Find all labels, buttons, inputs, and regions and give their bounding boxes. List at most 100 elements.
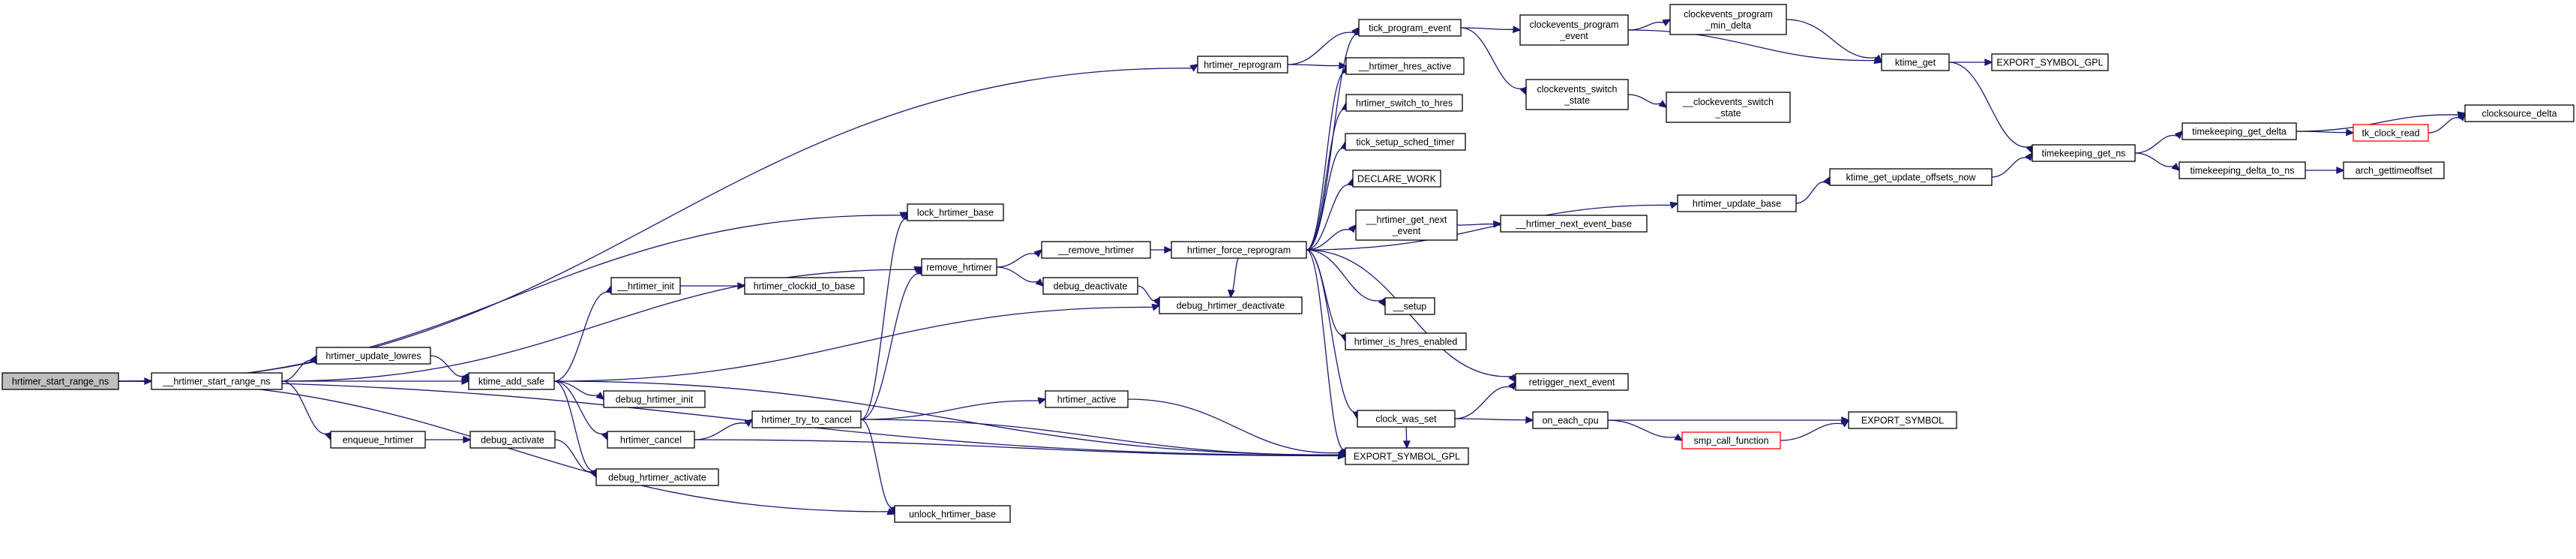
function-node-n8[interactable]: ktime_add_safe <box>468 372 555 390</box>
function-node-box <box>1358 19 1462 37</box>
function-node-label: clock_was_set <box>1375 414 1437 425</box>
function-node-n46[interactable]: retrigger_next_event <box>1515 373 1629 391</box>
function-node-n7[interactable]: hrtimer_update_lowres <box>316 347 431 365</box>
function-node-label: __remove_hrtimer <box>1057 245 1134 256</box>
call-edge-n10-n11 <box>680 281 746 290</box>
function-node-box <box>1519 14 1629 46</box>
function-node-n47[interactable]: on_each_cpu <box>1532 411 1609 429</box>
function-node-n37[interactable]: __hrtimer_next_event_base <box>1500 215 1648 233</box>
function-node-n33[interactable]: clockevents_program_min_delta <box>1669 4 1787 35</box>
function-node-n21[interactable]: hrtimer_force_reprogram <box>1171 241 1307 259</box>
function-node-n25[interactable]: tick_setup_sched_timer <box>1345 133 1466 151</box>
function-node-label: tick_program_event <box>1369 23 1451 34</box>
function-node-box <box>2182 122 2297 140</box>
function-node-box <box>2464 104 2575 122</box>
function-node-box <box>1525 79 1629 110</box>
function-node-label: __hrtimer_get_next <box>1366 215 1447 225</box>
function-node-n36[interactable]: EXPORT_SYMBOL_GPL <box>1991 53 2109 71</box>
function-node-n41[interactable]: timekeeping_get_delta <box>2182 122 2297 140</box>
function-node-box <box>1681 431 1781 449</box>
function-node-n23[interactable]: __hrtimer_hres_active <box>1345 57 1465 75</box>
function-node-box <box>1532 411 1609 429</box>
call-edge-n16-n6 <box>860 266 925 420</box>
function-node-n27[interactable]: __hrtimer_get_next_event <box>1355 209 1458 241</box>
function-node-n10[interactable]: __hrtimer_init <box>610 277 681 295</box>
function-node-n18[interactable]: __remove_hrtimer <box>1041 241 1151 259</box>
function-node-label: clocksource_delta <box>2482 109 2557 119</box>
function-node-n26[interactable]: DECLARE_WORK <box>1352 170 1441 188</box>
function-node-n12[interactable]: debug_hrtimer_init <box>603 390 706 408</box>
call-edge-n21-n29 <box>1306 249 1348 343</box>
function-node-box <box>595 468 719 486</box>
function-node-n0[interactable]: hrtimer_start_range_ns <box>1 372 119 390</box>
function-node-n9[interactable]: enqueue_hrtimer <box>330 431 426 449</box>
function-node-n17[interactable]: hrtimer_active <box>1045 390 1129 408</box>
function-node-n19[interactable]: debug_deactivate <box>1042 277 1138 295</box>
function-node-n22[interactable]: tick_program_event <box>1358 19 1462 37</box>
function-node-n5[interactable]: EXPORT_SYMBOL_GPL <box>1345 447 1469 465</box>
function-node-box <box>316 347 431 365</box>
function-node-n40[interactable]: timekeeping_get_ns <box>2032 144 2136 162</box>
function-node-label: hrtimer_clockid_to_base <box>754 281 856 292</box>
function-node-box <box>751 410 862 428</box>
call-edge-n21-n23 <box>1306 65 1350 251</box>
function-node-label: smp_call_function <box>1693 436 1768 446</box>
function-node-n3[interactable]: lock_hrtimer_base <box>907 203 1004 221</box>
call-edge-n21-n46 <box>1306 249 1516 383</box>
call-edge-n0-n2 <box>118 64 1199 382</box>
call-edge-n8-n12 <box>553 380 605 401</box>
function-node-n44[interactable]: timekeeping_delta_to_ns <box>2179 161 2306 179</box>
call-edge-n21-n20 <box>1227 257 1240 299</box>
function-node-n35[interactable]: ktime_get <box>1881 53 1950 71</box>
function-node-box <box>2179 161 2306 179</box>
call-edge-n33-n35 <box>1786 19 1883 64</box>
function-node-label: timekeeping_get_delta <box>2192 127 2287 137</box>
function-node-n38[interactable]: hrtimer_update_base <box>1677 194 1797 212</box>
function-node-n1[interactable]: __hrtimer_start_range_ns <box>151 372 283 390</box>
function-node-n49[interactable]: EXPORT_SYMBOL <box>1848 411 1957 429</box>
function-node-n11[interactable]: hrtimer_clockid_to_base <box>744 277 865 295</box>
function-node-box <box>1881 53 1950 71</box>
function-node-box <box>1 372 119 390</box>
function-node-box <box>1159 296 1303 314</box>
call-edge-n19-n20 <box>1137 285 1160 307</box>
call-edge-n21-n25 <box>1306 140 1348 251</box>
call-edge-n6-n19 <box>996 266 1045 287</box>
function-node-box <box>330 431 426 449</box>
function-node-n24[interactable]: hrtimer_switch_to_hres <box>1345 94 1463 112</box>
function-node-n29[interactable]: hrtimer_is_hres_enabled <box>1345 332 1467 350</box>
call-edge-n9-n15 <box>424 435 472 444</box>
function-node-n4[interactable]: unlock_hrtimer_base <box>894 505 1011 523</box>
call-edge-n48-n49 <box>1780 419 1850 441</box>
function-node-label: _event <box>1559 31 1588 41</box>
function-node-n42[interactable]: tk_clock_read <box>2353 124 2429 142</box>
function-node-label: debug_deactivate <box>1054 281 1128 292</box>
function-node-n31[interactable]: clockevents_program_event <box>1519 14 1629 46</box>
function-node-n16[interactable]: hrtimer_try_to_cancel <box>751 410 862 428</box>
function-node-label: hrtimer_switch_to_hres <box>1356 98 1453 109</box>
function-node-n45[interactable]: arch_gettimeoffset <box>2343 161 2445 179</box>
call-edge-n1-n7 <box>281 354 317 382</box>
function-node-n6[interactable]: remove_hrtimer <box>921 258 997 276</box>
function-node-n30[interactable]: clock_was_set <box>1357 410 1456 428</box>
function-node-box <box>1042 277 1138 295</box>
function-node-n43[interactable]: clocksource_delta <box>2464 104 2575 122</box>
function-node-n15[interactable]: debug_activate <box>469 431 556 449</box>
function-node-n13[interactable]: hrtimer_cancel <box>607 431 695 449</box>
function-node-label: hrtimer_update_lowres <box>325 351 421 362</box>
function-node-n28[interactable]: __setup <box>1384 297 1435 315</box>
function-node-n32[interactable]: clockevents_switch_state <box>1525 79 1629 110</box>
function-node-box <box>1197 56 1288 74</box>
function-node-n48[interactable]: smp_call_function <box>1681 431 1781 449</box>
call-edge-n8-n20 <box>553 303 1161 382</box>
function-node-n34[interactable]: __clockevents_switch_state <box>1666 92 1791 123</box>
function-node-n14[interactable]: debug_hrtimer_activate <box>595 468 719 486</box>
function-node-n2[interactable]: hrtimer_reprogram <box>1197 56 1288 74</box>
function-node-n39[interactable]: ktime_get_update_offsets_now <box>1829 168 1993 186</box>
function-node-n20[interactable]: debug_hrtimer_deactivate <box>1159 296 1303 314</box>
call-edge-n27-n37 <box>1456 220 1502 228</box>
function-node-box <box>469 431 556 449</box>
call-edge-n16-n3 <box>860 211 911 420</box>
call-edge-n16-n17 <box>860 397 1047 420</box>
function-node-label: __setup <box>1393 302 1427 312</box>
